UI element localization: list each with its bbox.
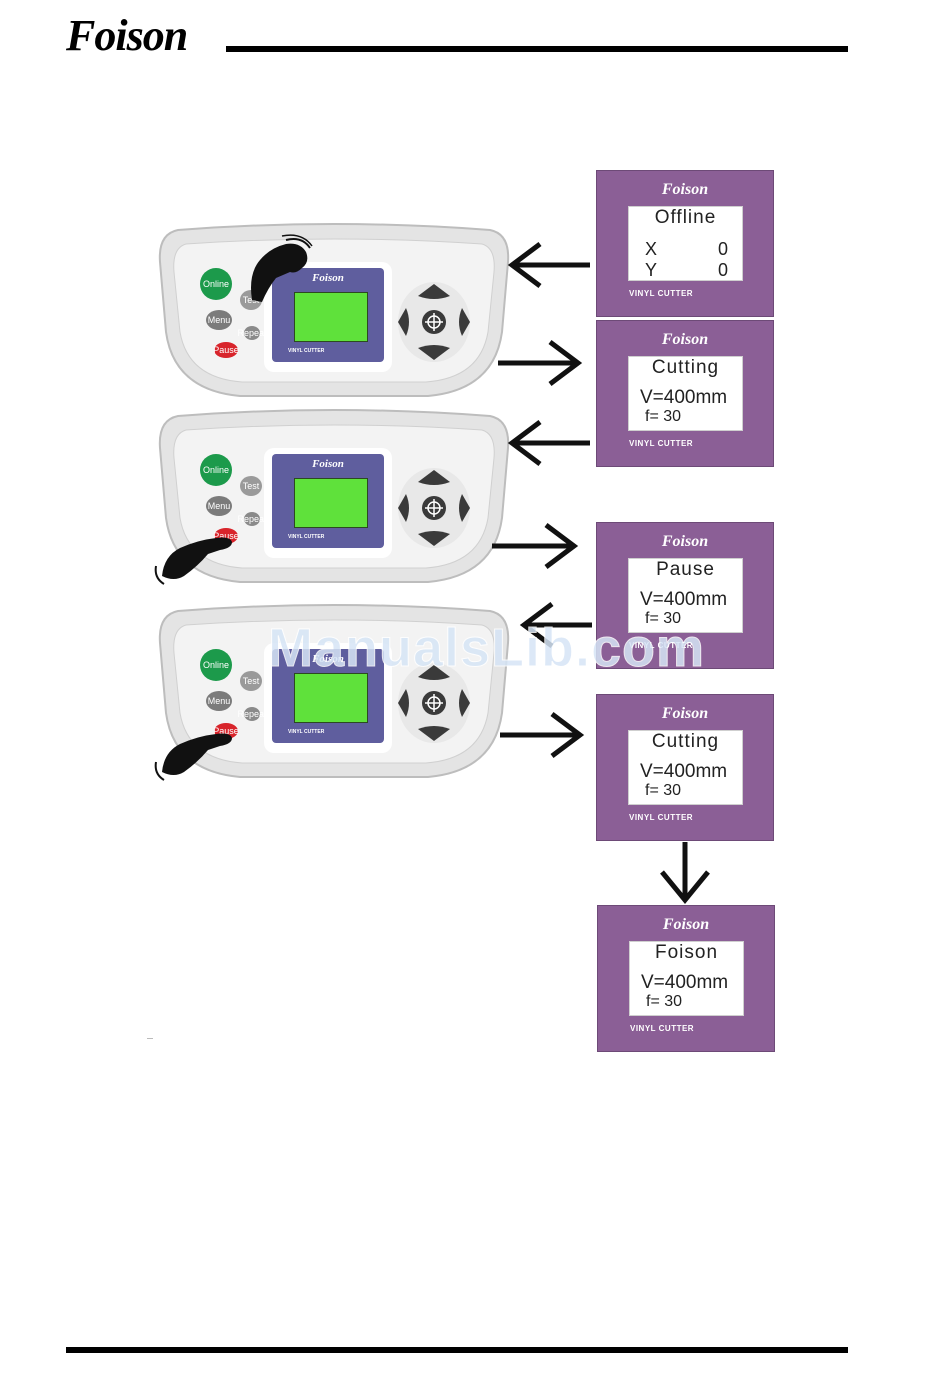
speed-value: V=400mm <box>640 761 728 782</box>
panel-brand: Foison <box>312 653 344 665</box>
screen-brand: Foison <box>661 533 709 550</box>
pointing-hand-icon <box>154 733 232 781</box>
panel-lcd <box>294 673 368 723</box>
menu-button[interactable]: Menu <box>206 496 232 516</box>
force-value: f= 30 <box>645 408 682 425</box>
x-value: 0 <box>717 239 728 259</box>
panel-brand: Foison <box>312 272 344 284</box>
panel-brand: Foison <box>312 458 344 470</box>
pointing-hand-icon <box>154 537 232 585</box>
left-arrow-icon <box>398 689 409 717</box>
pause-button[interactable]: Pause <box>213 342 239 358</box>
panel-lcd <box>294 292 368 342</box>
arrow-right-icon <box>500 712 585 758</box>
online-button[interactable]: Online <box>200 649 232 681</box>
screen-title: Offline <box>654 207 717 228</box>
screen-brand: Foison <box>662 916 710 933</box>
force-value: f= 30 <box>645 610 682 627</box>
menu-button[interactable]: Menu <box>206 691 232 711</box>
arrow-left-icon <box>507 420 590 466</box>
left-arrow-icon <box>398 308 409 336</box>
online-button[interactable]: Online <box>200 268 232 300</box>
panel-footer: VINYL CUTTER <box>288 729 325 735</box>
panel-display: Foison VINYL CUTTER <box>264 448 392 558</box>
screen-offline: Foison Offline X 0 Y 0 VINYL CUTTER <box>596 170 774 317</box>
header-rule <box>226 46 848 52</box>
direction-pad[interactable] <box>396 280 472 364</box>
screen-cutting-1: Foison Cutting V=400mm f= 30 VINYL CUTTE… <box>596 320 774 467</box>
panel-footer: VINYL CUTTER <box>288 348 325 354</box>
left-arrow-icon <box>398 494 409 522</box>
screen-foison: Foison Foison V=400mm f= 30 VINYL CUTTER <box>597 905 775 1052</box>
up-arrow-icon <box>418 470 450 485</box>
screen-footer: VINYL CUTTER <box>630 1024 695 1033</box>
speed-value: V=400mm <box>641 972 729 993</box>
screen-footer: VINYL CUTTER <box>629 641 694 650</box>
y-label: Y <box>645 260 658 280</box>
panel-display: Foison VINYL CUTTER <box>264 262 392 372</box>
screen-footer: VINYL CUTTER <box>629 813 694 822</box>
right-arrow-icon <box>459 689 470 717</box>
menu-button[interactable]: Menu <box>206 310 232 330</box>
control-panel-2: Online Menu Pause Test Repeat Foison VIN… <box>158 408 510 586</box>
screen-brand: Foison <box>661 705 709 722</box>
screen-cutting-2: Foison Cutting V=400mm f= 30 VINYL CUTTE… <box>596 694 774 841</box>
screen-pause: Foison Pause V=400mm f= 30 VINYL CUTTER <box>596 522 774 669</box>
screen-footer: VINYL CUTTER <box>629 289 694 298</box>
online-button[interactable]: Online <box>200 454 232 486</box>
control-panel-1: Online Menu Pause Test Repeat Foison VIN… <box>158 222 510 400</box>
footer-rule <box>66 1347 848 1353</box>
down-arrow-icon <box>418 531 450 546</box>
repeat-button[interactable]: Repeat <box>237 512 267 526</box>
control-panel-3: Online Menu Pause Test Repeat Foison VIN… <box>158 603 510 781</box>
repeat-button[interactable]: Repeat <box>237 326 267 340</box>
down-arrow-icon <box>418 345 450 360</box>
stray-mark <box>147 1038 153 1039</box>
panel-display: Foison VINYL CUTTER <box>264 643 392 753</box>
foison-logo: Foison <box>66 11 188 60</box>
screen-footer: VINYL CUTTER <box>629 439 694 448</box>
screen-brand: Foison <box>661 181 709 198</box>
screen-title: Foison <box>654 942 719 963</box>
force-value: f= 30 <box>646 993 683 1010</box>
repeat-button[interactable]: Repeat <box>237 707 267 721</box>
panel-lcd <box>294 478 368 528</box>
direction-pad[interactable] <box>396 466 472 550</box>
arrow-right-icon <box>492 523 579 569</box>
right-arrow-icon <box>459 494 470 522</box>
x-label: X <box>645 239 658 259</box>
screen-title: Cutting <box>651 357 720 378</box>
screen-title: Cutting <box>651 731 720 752</box>
up-arrow-icon <box>418 665 450 680</box>
screen-title: Pause <box>656 559 715 580</box>
up-arrow-icon <box>418 284 450 299</box>
arrow-right-icon <box>498 340 583 386</box>
watermark: ManualsLib.com <box>267 618 706 679</box>
speed-value: V=400mm <box>640 387 728 408</box>
y-value: 0 <box>717 260 728 280</box>
force-value: f= 30 <box>645 782 682 799</box>
direction-pad[interactable] <box>396 661 472 745</box>
speed-value: V=400mm <box>640 589 728 610</box>
pointing-hand-icon <box>251 234 313 302</box>
arrow-left-icon <box>519 602 592 648</box>
panel-footer: VINYL CUTTER <box>288 534 325 540</box>
test-button[interactable]: Test <box>240 671 262 691</box>
down-arrow-icon <box>418 726 450 741</box>
arrow-down-icon <box>660 842 710 904</box>
screen-brand: Foison <box>661 331 709 348</box>
arrow-left-icon <box>507 242 590 288</box>
test-button[interactable]: Test <box>240 476 262 496</box>
right-arrow-icon <box>459 308 470 336</box>
